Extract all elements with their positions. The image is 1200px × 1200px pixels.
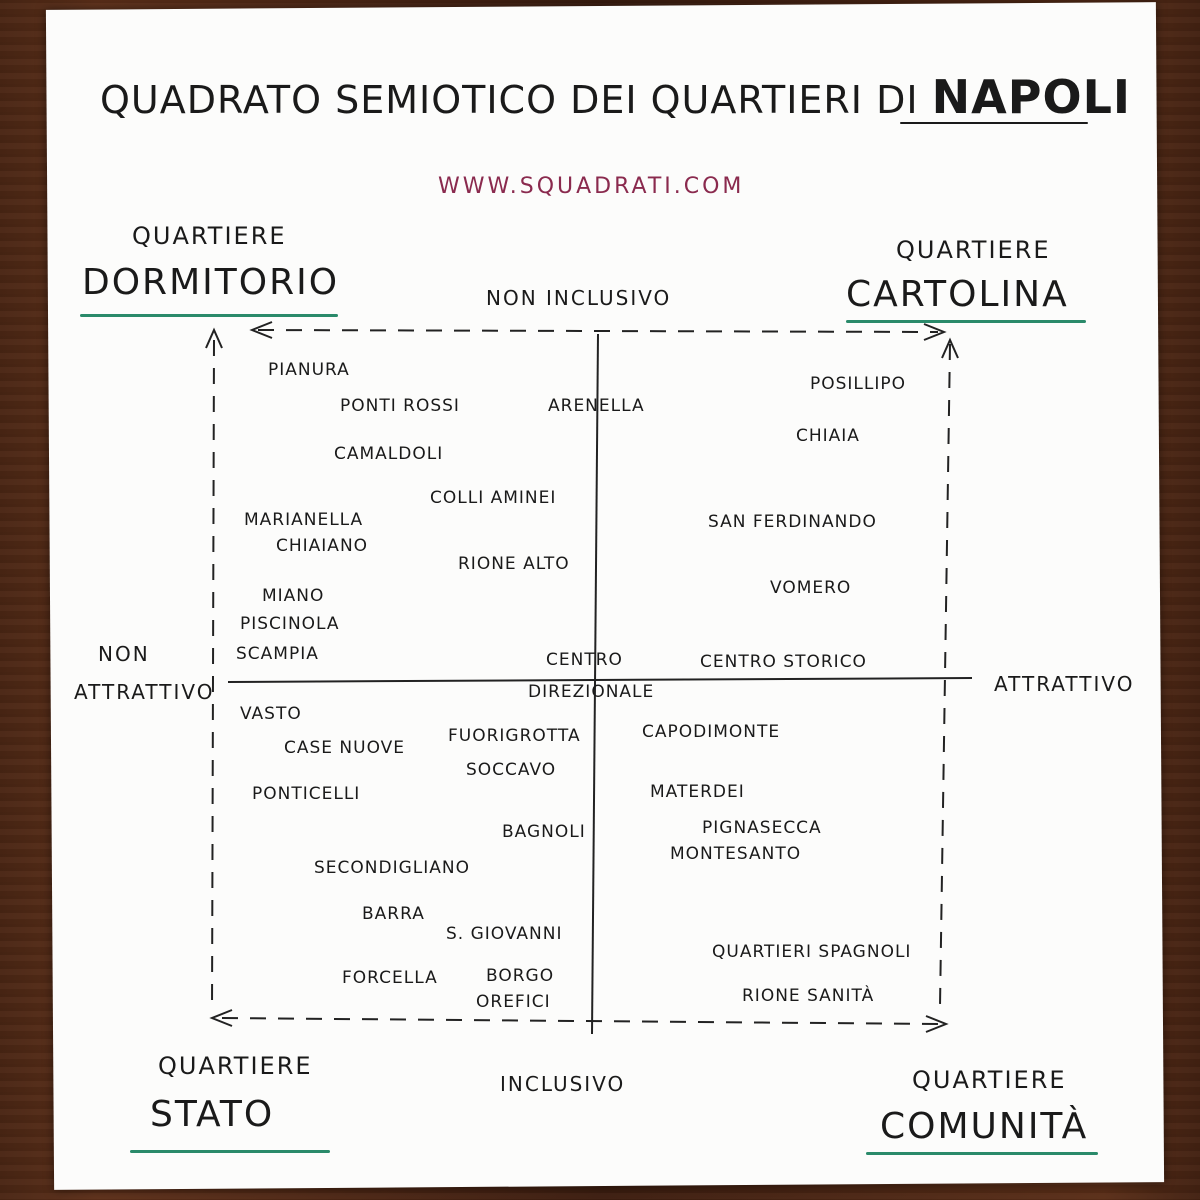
hood-chiaia: CHIAIA bbox=[796, 426, 860, 446]
title-city: NAPOLI bbox=[931, 70, 1132, 124]
hood-direzionale: DIREZIONALE bbox=[528, 682, 655, 702]
hood-chiaiano: CHIAIANO bbox=[276, 536, 369, 556]
corner-top-left-small: QUARTIERE bbox=[132, 222, 287, 250]
hood-borgo: BORGO bbox=[486, 966, 555, 986]
hood-arenella: ARENELLA bbox=[548, 396, 645, 416]
arrow-head-bottom-right bbox=[925, 1015, 949, 1033]
hood-miano: MIANO bbox=[262, 586, 325, 606]
vertical-axis-line bbox=[591, 333, 599, 1035]
hood-bagnoli: BAGNOLI bbox=[502, 822, 586, 842]
hood-colli-aminei: COLLI AMINEI bbox=[430, 488, 557, 508]
hood-ponti-rossi: PONTI ROSSI bbox=[340, 396, 460, 416]
hood-fuorigrotta: FUORIGROTTA bbox=[448, 726, 581, 746]
hood-montesanto: MONTESANTO bbox=[670, 844, 802, 864]
diagram-title: QUADRATO SEMIOTICO DEI QUARTIERI DI NAPO… bbox=[100, 70, 1131, 124]
corner-bottom-left-small: QUARTIERE bbox=[158, 1052, 313, 1080]
hood-s-giovanni: S. GIOVANNI bbox=[446, 924, 563, 944]
hood-barra: BARRA bbox=[362, 904, 425, 924]
corner-top-right-underline bbox=[846, 320, 1086, 323]
axis-bottom-label: INCLUSIVO bbox=[500, 1072, 626, 1096]
hood-materdei: MATERDEI bbox=[650, 782, 745, 802]
corner-bottom-right-big: COMUNITÀ bbox=[880, 1106, 1089, 1147]
hood-pianura: PIANURA bbox=[268, 360, 350, 380]
title-prefix: QUADRATO SEMIOTICO DEI QUARTIERI DI bbox=[100, 78, 919, 122]
arrow-head-right-up bbox=[941, 337, 959, 359]
hood-forcella: FORCELLA bbox=[342, 968, 438, 988]
axis-top-label: NON INCLUSIVO bbox=[486, 286, 672, 310]
hood-vomero: VOMERO bbox=[770, 578, 852, 598]
corner-top-right-big: CARTOLINA bbox=[846, 274, 1069, 315]
left-dashed-edge bbox=[211, 339, 215, 1013]
hood-quartieri-spagnoli: QUARTIERI SPAGNOLI bbox=[712, 942, 912, 962]
hood-pignasecca: PIGNASECCA bbox=[702, 818, 822, 838]
arrow-head-top-left bbox=[249, 321, 273, 339]
right-dashed-edge bbox=[939, 343, 951, 1007]
corner-top-left-big: DORMITORIO bbox=[82, 262, 340, 303]
axis-left-label-1: NON bbox=[98, 642, 150, 666]
title-underline bbox=[900, 122, 1088, 124]
arrow-head-bottom-left bbox=[209, 1009, 233, 1027]
corner-bottom-left-big: STATO bbox=[150, 1094, 275, 1135]
hood-orefici: OREFICI bbox=[476, 992, 551, 1012]
hood-vasto: VASTO bbox=[240, 704, 302, 724]
hood-san-ferdinando: SAN FERDINANDO bbox=[708, 512, 877, 532]
hood-piscinola: PISCINOLA bbox=[240, 614, 340, 634]
hood-soccavo: SOCCAVO bbox=[466, 760, 557, 780]
corner-bottom-right-small: QUARTIERE bbox=[912, 1066, 1067, 1094]
hood-posillipo: POSILLIPO bbox=[810, 374, 907, 394]
corner-top-right-small: QUARTIERE bbox=[896, 236, 1051, 264]
hood-camaldoli: CAMALDOLI bbox=[334, 444, 444, 464]
horizontal-axis-line bbox=[227, 677, 973, 683]
arrow-head-top-right bbox=[923, 323, 947, 341]
corner-bottom-right-underline bbox=[866, 1152, 1098, 1155]
hood-ponticelli: PONTICELLI bbox=[252, 784, 361, 804]
axis-right-label: ATTRATTIVO bbox=[994, 672, 1135, 696]
hood-secondigliano: SECONDIGLIANO bbox=[314, 858, 470, 878]
top-dashed-edge bbox=[257, 329, 939, 333]
corner-top-left-underline bbox=[80, 314, 338, 317]
hood-marianella: MARIANELLA bbox=[244, 510, 364, 530]
hood-case-nuove: CASE NUOVE bbox=[284, 738, 406, 758]
hood-centro-storico: CENTRO STORICO bbox=[700, 652, 867, 672]
hood-rione-alto: RIONE ALTO bbox=[458, 554, 570, 574]
hood-rione-sanita: RIONE SANITÀ bbox=[742, 986, 875, 1006]
hood-capodimonte: CAPODIMONTE bbox=[642, 722, 781, 742]
axis-left-label-2: ATTRATTIVO bbox=[74, 680, 215, 704]
bottom-dashed-edge bbox=[221, 1017, 939, 1025]
hood-centro: CENTRO bbox=[546, 650, 623, 670]
arrow-head-left-up bbox=[205, 327, 223, 349]
hood-scampia: SCAMPIA bbox=[236, 644, 319, 664]
corner-bottom-left-underline bbox=[130, 1150, 330, 1153]
website-url: WWW.SQUADRATI.COM bbox=[438, 174, 745, 199]
